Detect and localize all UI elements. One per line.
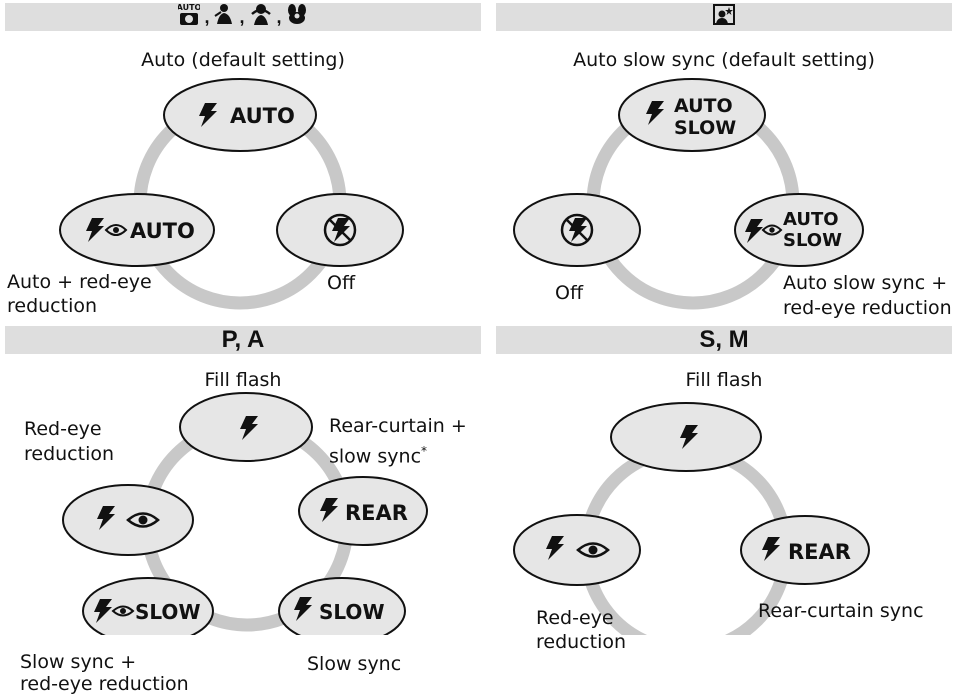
red-eye-label-1: Red-eye: [24, 418, 102, 440]
auto-default-label: Auto (default setting): [141, 49, 345, 71]
rear-curtain-button[interactable]: REAR: [740, 515, 870, 585]
auto-red-eye-label-1: Auto + red-eye: [7, 271, 152, 293]
night-portrait-mode-icon: [712, 2, 736, 33]
slow-red-eye-label-1: Slow sync +: [20, 651, 137, 673]
night-portrait-header: [496, 3, 952, 31]
flash-off-icon: [560, 213, 594, 247]
slow-red-eye-label-2: red-eye reduction: [20, 673, 189, 695]
off-label: Off: [555, 282, 584, 304]
rear-curtain-label-1: Rear-curtain +: [329, 415, 467, 437]
auto-slow-red-eye-label-1: Auto slow sync +: [783, 272, 948, 294]
red-eye-icon: [126, 512, 160, 528]
s-m-header: S, M: [496, 326, 952, 354]
auto-slow-red-eye-label-2: red-eye reduction: [783, 297, 952, 319]
red-eye-label-1: Red-eye: [536, 607, 614, 629]
auto-red-eye-label-2: reduction: [7, 295, 98, 317]
fill-flash-button[interactable]: [179, 392, 313, 462]
slow-red-eye-button[interactable]: SLOW: [82, 577, 214, 635]
auto-slow-default-label: Auto slow sync (default setting): [573, 49, 875, 71]
s-m-diagram: REAR: [513, 402, 870, 635]
close-up-mode-icon: [286, 2, 308, 32]
auto-modes-diagram: AUTO AUTO: [59, 78, 404, 310]
auto-text: AUTO: [674, 95, 733, 117]
fill-flash-button[interactable]: [610, 402, 762, 472]
auto-text: AUTO: [230, 104, 295, 128]
rear-text: REAR: [788, 540, 851, 564]
rear-curtain-sync-label: Rear-curtain sync: [758, 600, 924, 622]
red-eye-button[interactable]: [513, 514, 641, 586]
portrait-mode-icon: [213, 2, 235, 32]
slow-text: SLOW: [674, 117, 736, 139]
slow-text: SLOW: [319, 600, 385, 624]
footnote-marker: *: [421, 444, 428, 458]
svg-text:AUTO: AUTO: [178, 3, 200, 12]
red-eye-label-2: reduction: [24, 443, 115, 465]
red-eye-icon: [576, 542, 610, 558]
red-eye-icon: [761, 224, 783, 236]
auto-text: AUTO: [783, 209, 839, 230]
rear-curtain-label-2: slow sync*: [329, 444, 428, 468]
rear-text: REAR: [345, 501, 408, 525]
red-eye-icon: [111, 605, 135, 617]
fill-flash-label: Fill flash: [685, 369, 763, 391]
flash-off-icon: [323, 213, 357, 247]
night-portrait-diagram: AUTO SLOW AUTO SLOW: [513, 78, 864, 310]
auto-slow-button[interactable]: AUTO SLOW: [618, 78, 766, 152]
auto-text: AUTO: [130, 219, 195, 243]
flash-off-button[interactable]: [276, 193, 404, 267]
off-label: Off: [327, 272, 356, 294]
p-a-diagram: REAR SLOW SLOW: [62, 392, 428, 635]
flash-off-button[interactable]: [513, 193, 641, 267]
p-a-header: P, A: [5, 326, 481, 354]
auto-mode-icon: AUTO: [177, 2, 202, 32]
slow-text: SLOW: [783, 230, 842, 251]
red-eye-label-2: reduction: [536, 631, 627, 653]
slow-sync-button[interactable]: SLOW: [278, 577, 406, 635]
fill-flash-label: Fill flash: [204, 369, 282, 391]
auto-red-eye-button[interactable]: AUTO: [59, 193, 215, 267]
red-eye-icon: [104, 224, 128, 236]
auto-slow-red-eye-button[interactable]: AUTO SLOW: [734, 193, 864, 267]
auto-modes-header: AUTO , , ,: [5, 3, 481, 31]
slow-text: SLOW: [135, 600, 201, 624]
red-eye-button[interactable]: [62, 484, 194, 556]
slow-sync-label: Slow sync: [307, 653, 402, 675]
flash-auto-button[interactable]: AUTO: [163, 78, 317, 152]
rear-curtain-slow-button[interactable]: REAR: [298, 476, 428, 546]
child-mode-icon: [249, 2, 273, 32]
